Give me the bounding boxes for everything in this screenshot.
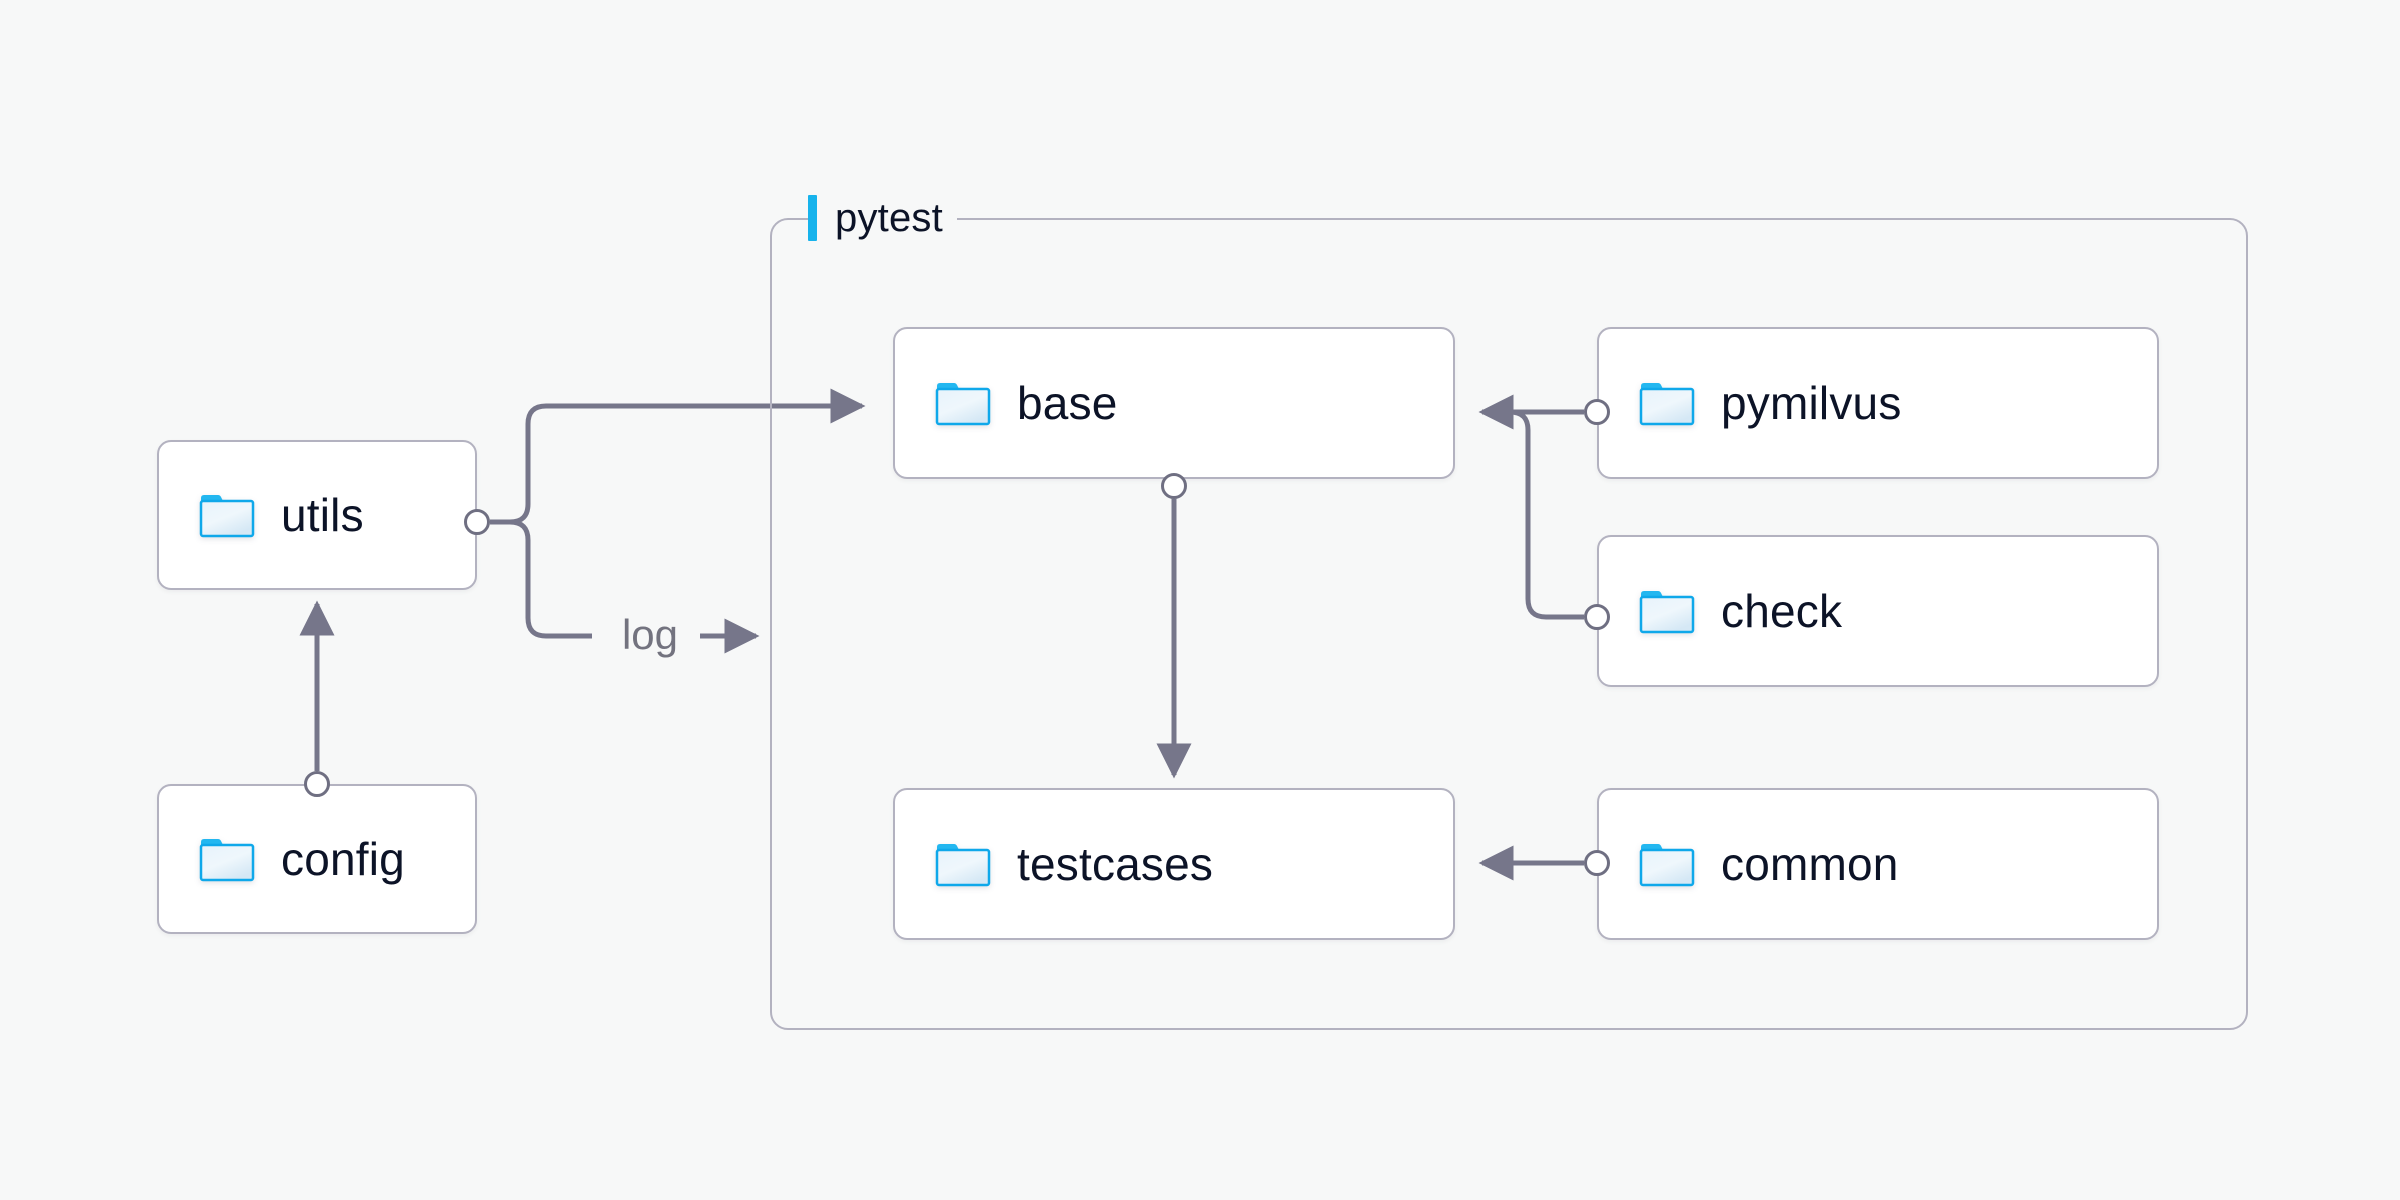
folder-icon	[1639, 591, 1695, 634]
edge-label-log: log	[611, 614, 689, 656]
port-common-left[interactable]	[1584, 850, 1610, 876]
node-common[interactable]: common	[1597, 788, 2159, 940]
edge-utils-log	[490, 519, 592, 639]
port-utils-right[interactable]	[464, 509, 490, 535]
folder-icon	[935, 383, 991, 426]
port-pymilvus-left[interactable]	[1584, 399, 1610, 425]
port-base-bottom[interactable]	[1161, 473, 1187, 499]
node-testcases[interactable]: testcases	[893, 788, 1455, 940]
folder-icon	[199, 839, 255, 882]
port-config-top[interactable]	[304, 771, 330, 797]
group-pytest[interactable]	[770, 218, 2248, 1030]
node-base-label: base	[1017, 377, 1118, 429]
folder-icon	[935, 844, 991, 887]
port-check-left[interactable]	[1584, 604, 1610, 630]
node-pymilvus-label: pymilvus	[1721, 377, 1902, 429]
node-check[interactable]: check	[1597, 535, 2159, 687]
node-common-label: common	[1721, 838, 1899, 890]
node-utils[interactable]: utils	[157, 440, 477, 590]
node-testcases-label: testcases	[1017, 838, 1214, 890]
folder-icon	[199, 495, 255, 538]
folder-icon	[1639, 383, 1695, 426]
node-config[interactable]: config	[157, 784, 477, 934]
node-pymilvus[interactable]: pymilvus	[1597, 327, 2159, 479]
folder-icon	[1639, 844, 1695, 887]
node-utils-label: utils	[281, 489, 364, 541]
group-title: pytest	[835, 196, 943, 240]
group-pytest-label: pytest	[808, 195, 957, 241]
node-config-label: config	[281, 833, 405, 885]
group-accent-bar	[808, 195, 817, 241]
node-check-label: check	[1721, 585, 1843, 637]
node-base[interactable]: base	[893, 327, 1455, 479]
